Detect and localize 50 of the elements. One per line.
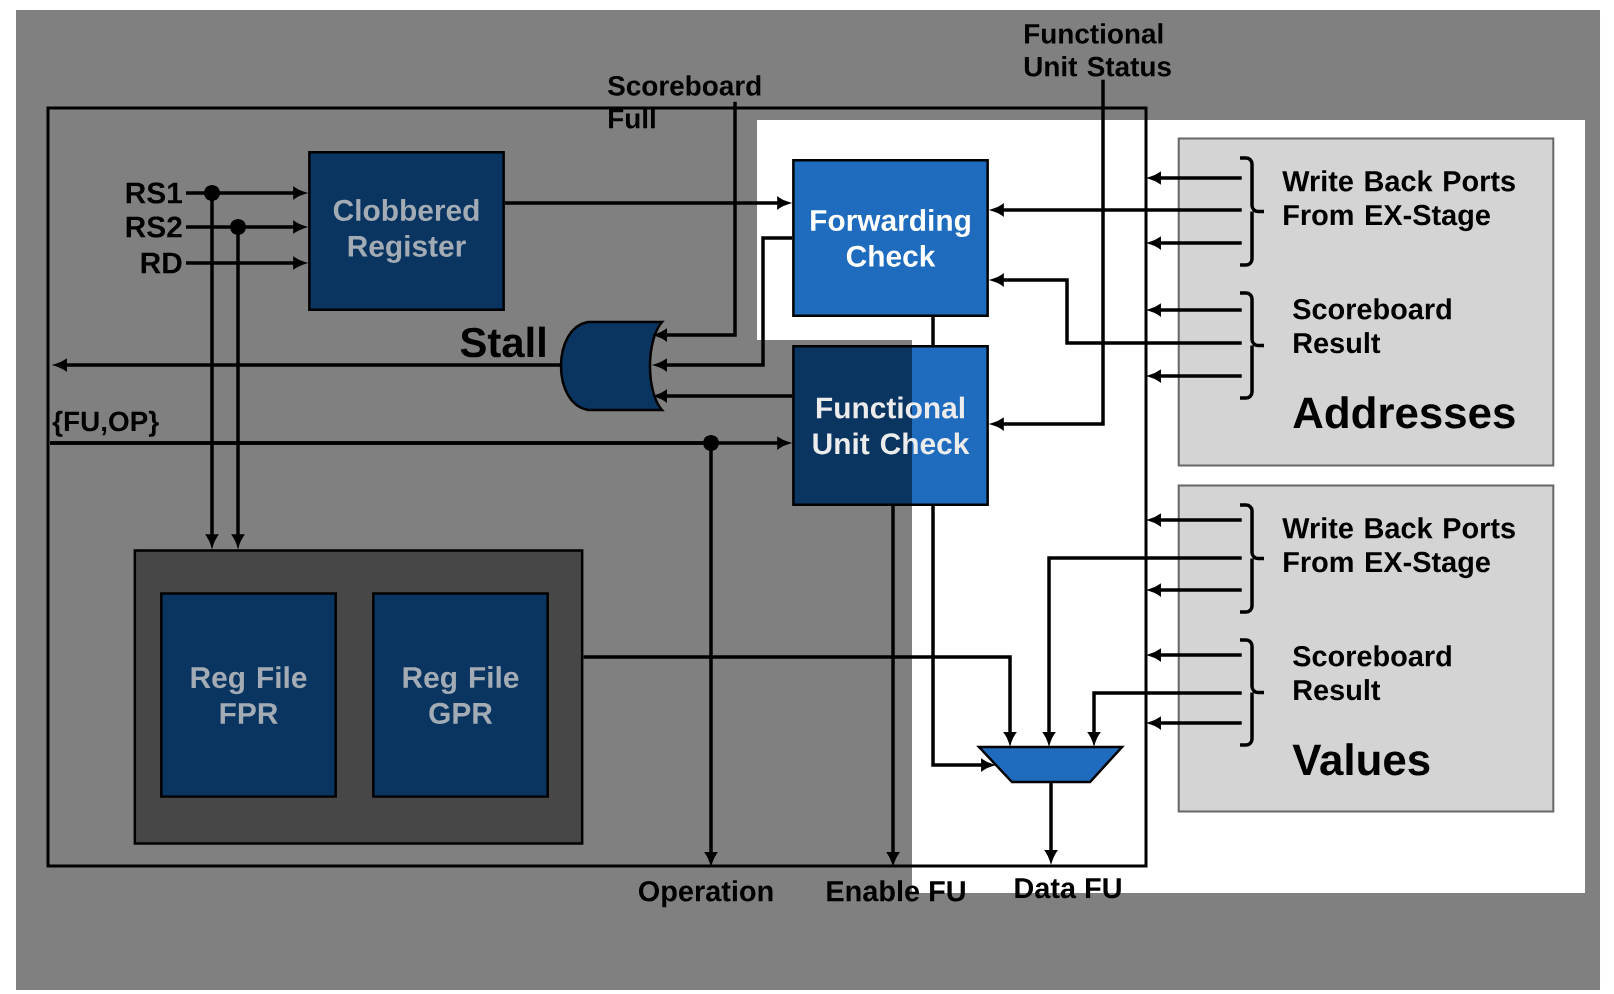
arrow (1149, 649, 1242, 661)
arrow (992, 79, 1105, 430)
or-gate: Stall (460, 320, 664, 412)
port-label: Write Back Ports From EX-Stage (1282, 517, 1515, 579)
arrow (186, 257, 305, 269)
signal-label: Scoreboard Full (608, 75, 761, 129)
port-label: Scoreboard Result (1293, 645, 1451, 701)
check-box: Forwarding Check (792, 159, 989, 317)
arrow (186, 187, 305, 199)
register-file-box: Reg File FPR (160, 592, 337, 798)
arrow (1149, 304, 1242, 316)
register-box: Clobbered Register (308, 151, 505, 311)
port-label: Write Back Ports From EX-Stage (1282, 170, 1515, 232)
arrow (1149, 717, 1242, 729)
arrow (1043, 556, 1242, 744)
arrow (1149, 237, 1242, 249)
panel-heading: Values (1292, 743, 1430, 776)
arrow (931, 505, 993, 771)
signal-label: Operation (638, 880, 773, 908)
arrow (887, 505, 899, 864)
arrow (186, 221, 305, 233)
arrow (655, 236, 793, 371)
arrow (204, 185, 220, 546)
signal-label: RS2 (126, 216, 182, 238)
arrow (1149, 172, 1242, 184)
node-label: Stall (460, 326, 545, 358)
port-label: Scoreboard Result (1293, 298, 1451, 354)
arrow (1045, 782, 1057, 862)
signal-label: {FU,OP} (52, 410, 159, 437)
arrow (230, 219, 246, 546)
check-box: Functional Unit Check (792, 345, 989, 506)
signal-label: Data FU (1015, 878, 1121, 899)
arrow (1149, 370, 1242, 382)
signal-label: RS1 (126, 182, 182, 204)
arrow (992, 204, 1242, 216)
arrow (504, 197, 789, 209)
arrow (1088, 691, 1242, 744)
arrow (992, 274, 1242, 345)
arrow (50, 435, 719, 864)
arrow (655, 101, 737, 341)
panel-heading: Addresses (1293, 396, 1515, 429)
arrow (1149, 514, 1242, 526)
register-file-box: Reg File GPR (372, 592, 549, 798)
arrow (55, 359, 562, 371)
signal-label: RD (141, 252, 182, 274)
arrow (655, 390, 793, 402)
arrow (1149, 584, 1242, 596)
signal-label: Enable FU (827, 880, 965, 902)
arrow (583, 655, 1016, 744)
signal-label: Functional Unit Status (1024, 23, 1171, 77)
